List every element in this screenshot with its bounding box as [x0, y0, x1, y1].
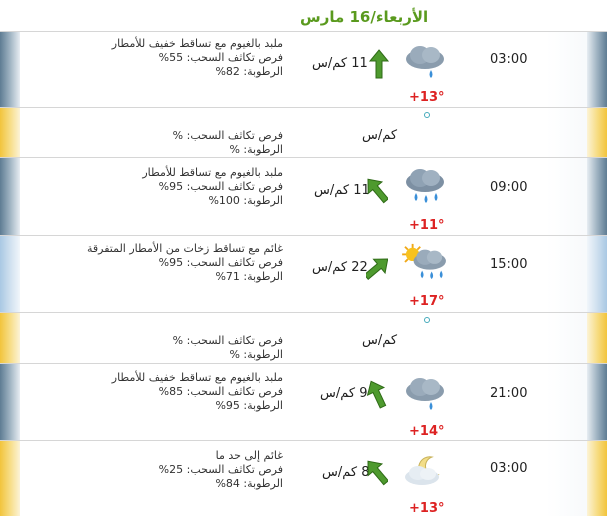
cloud-rain-icon	[406, 378, 444, 410]
arrow-up-left-icon	[367, 178, 388, 204]
temperature-placeholder	[424, 317, 430, 323]
cloud-rain-icon	[406, 46, 444, 78]
condition-text: ملبد بالغيوم مع تساقط خفيف للأمطار	[111, 371, 283, 384]
wind-speed: كم/س	[362, 333, 398, 348]
cloud-heavy-rain-icon	[406, 169, 444, 203]
sun-cloud-rain-icon	[402, 243, 446, 280]
temperature: +11°	[409, 218, 445, 233]
day-header: الأربعاء/16 مارس	[0, 0, 607, 31]
time-label: 21:00	[490, 386, 528, 401]
condition-text: غائم إلى حد ما	[215, 449, 283, 462]
forecast-row: ملبد بالغيوم مع تساقط خفيف للأمطار فرص ت…	[0, 363, 607, 440]
forecast-details: فرص تكاثف السحب: % الرطوبة: %	[172, 129, 283, 156]
forecast-row: فرص تكاثف السحب: % الرطوبة: % كم/س	[0, 107, 607, 157]
moon-cloud-icon	[405, 456, 440, 485]
forecast-row: ملبد بالغيوم مع تساقط للأمطار فرص تكاثف …	[0, 157, 607, 235]
forecast-details: غائم مع تساقط زخات من الأمطار المتفرقة ف…	[86, 242, 283, 283]
wind-speed: 11 كم/س	[314, 183, 370, 198]
forecast-details: غائم إلى حد ما فرص تكاثف السحب: 25% الرط…	[98, 449, 283, 491]
wind-speed: كم/س	[362, 128, 398, 143]
time-label: 09:00	[490, 180, 528, 195]
forecast-details: ملبد بالغيوم مع تساقط للأمطار فرص تكاثف …	[98, 166, 283, 208]
arrow-up-left-icon	[367, 460, 388, 486]
condition-text: ملبد بالغيوم مع تساقط للأمطار	[142, 166, 283, 179]
condition-text: ملبد بالغيوم مع تساقط خفيف للأمطار	[111, 37, 283, 50]
condition-text: غائم مع تساقط زخات من الأمطار المتفرقة	[86, 242, 283, 255]
clouds-value: 55	[169, 51, 184, 64]
temperature: +17°	[409, 294, 445, 309]
forecast-row: ملبد بالغيوم مع تساقط خفيف للأمطار فرص ت…	[0, 31, 607, 107]
forecast-row: فرص تكاثف السحب: % الرطوبة: % كم/س	[0, 312, 607, 363]
day-title: الأربعاء/16 مارس	[300, 8, 429, 26]
wind-speed: 11 كم/س	[312, 56, 368, 71]
arrow-up-left-icon	[366, 380, 387, 409]
wind-speed: 22 كم/س	[312, 260, 368, 275]
time-label: 15:00	[490, 257, 528, 272]
temperature: +14°	[409, 424, 445, 439]
forecast-row: غائم مع تساقط زخات من الأمطار المتفرقة ف…	[0, 235, 607, 312]
wind-speed: 9 كم/س	[320, 386, 368, 401]
forecast-details: ملبد بالغيوم مع تساقط خفيف للأمطار فرص ت…	[98, 37, 283, 79]
wind-speed: 8 كم/س	[322, 465, 370, 480]
forecast-row: غائم إلى حد ما فرص تكاثف السحب: 25% الرط…	[0, 440, 607, 516]
arrow-up-right-icon	[366, 258, 388, 281]
forecast-details: فرص تكاثف السحب: % الرطوبة: %	[172, 334, 283, 361]
temperature: +13°	[409, 90, 445, 105]
humidity-value: 82	[225, 65, 240, 78]
time-label: 03:00	[490, 52, 528, 67]
temperature: +13°	[409, 501, 445, 516]
temperature-placeholder	[424, 112, 430, 118]
time-label: 03:00	[490, 461, 528, 476]
arrow-up-icon	[368, 49, 390, 79]
forecast-details: ملبد بالغيوم مع تساقط خفيف للأمطار فرص ت…	[98, 371, 283, 413]
